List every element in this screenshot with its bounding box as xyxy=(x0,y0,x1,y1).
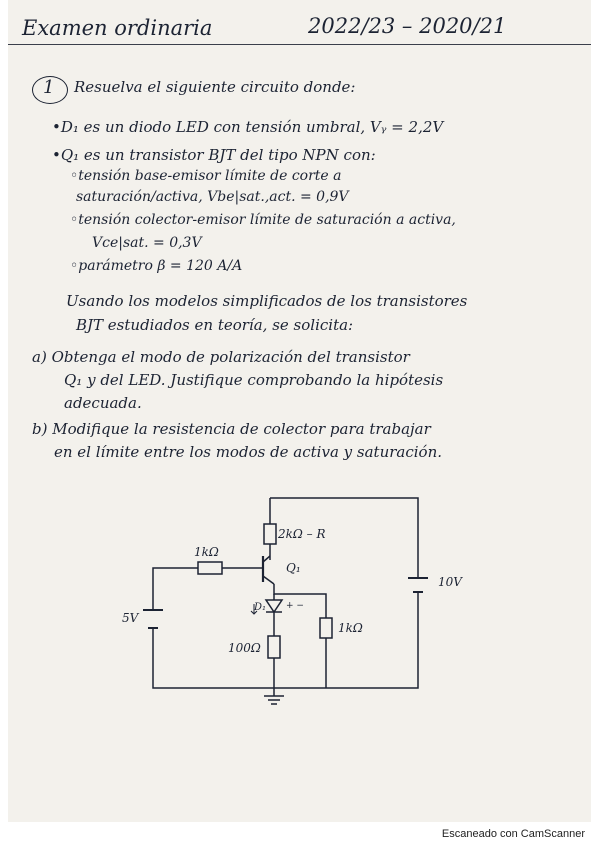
scanner-watermark: Escaneado con CamScanner xyxy=(441,828,585,840)
resistor-right xyxy=(319,617,333,639)
ground-symbol xyxy=(264,688,284,705)
q1-line4: Vce|sat. = 0,3V xyxy=(92,235,202,251)
part-a-line3: adecuada. xyxy=(64,394,142,412)
part-a-line1: a) Obtenga el modo de polarización del t… xyxy=(32,348,410,366)
title-underline xyxy=(8,44,591,45)
label-r-base: 1kΩ xyxy=(194,545,219,559)
q1-line5: ◦parámetro β = 120 A/A xyxy=(70,258,243,274)
scanned-page: Examen ordinaria 2022/23 – 2020/21 1 Res… xyxy=(8,0,591,822)
bullet-q1: •Q₁ es un transistor BJT del tipo NPN co… xyxy=(52,146,376,164)
wire-bottom xyxy=(152,592,419,689)
problem-number-circle xyxy=(32,76,68,104)
label-r-right: 1kΩ xyxy=(338,621,363,635)
usage-line2: BJT estudiados en teoría, se solicita: xyxy=(76,316,354,334)
wire-top xyxy=(270,497,419,578)
transistor-collector-lead xyxy=(262,555,271,563)
resistor-base xyxy=(197,561,223,575)
transistor-emitter-lead xyxy=(262,575,275,585)
exam-title: Examen ordinaria xyxy=(22,16,213,40)
led-arrow xyxy=(250,604,258,615)
wire-left-top xyxy=(152,567,198,610)
bullet-d1: •D₁ es un diodo LED con tensión umbral, … xyxy=(52,118,444,136)
label-source-5v: 5V xyxy=(122,611,140,625)
part-b-line2: en el límite entre los modos de activa y… xyxy=(54,443,443,461)
wire-emitter xyxy=(273,584,327,618)
label-diode: D₁ xyxy=(253,602,266,613)
part-b-line1: b) Modifique la resistencia de colector … xyxy=(32,420,431,438)
usage-line1: Usando los modelos simplificados de los … xyxy=(66,292,468,310)
problem-intro: Resuelva el siguiente circuito donde: xyxy=(74,78,356,96)
part-a-line2: Q₁ y del LED. Justifique comprobando la … xyxy=(64,371,444,389)
label-r-collector: 2kΩ – R xyxy=(277,527,326,541)
label-transistor: Q₁ xyxy=(286,561,301,575)
q1-line3: ◦tensión colector-emisor límite de satur… xyxy=(70,212,456,228)
q1-line1: ◦tensión base-emisor límite de corte a xyxy=(70,168,342,184)
exam-years: 2022/23 – 2020/21 xyxy=(308,14,507,38)
q1-line2: saturación/activa, Vbe|sat.,act. = 0,9V xyxy=(76,189,349,205)
label-r-emitter: 100Ω xyxy=(228,641,261,655)
label-source-10v: 10V xyxy=(438,575,463,589)
label-diode-polarity: + − xyxy=(286,601,304,611)
circuit-diagram: 2kΩ – R 1kΩ Q₁ 10V 5V D₁ + − 1kΩ 100Ω xyxy=(122,497,463,705)
problem-number: 1 xyxy=(43,77,55,98)
diode-triangle xyxy=(264,599,284,614)
resistor-emitter xyxy=(267,635,281,659)
resistor-collector xyxy=(263,523,277,545)
